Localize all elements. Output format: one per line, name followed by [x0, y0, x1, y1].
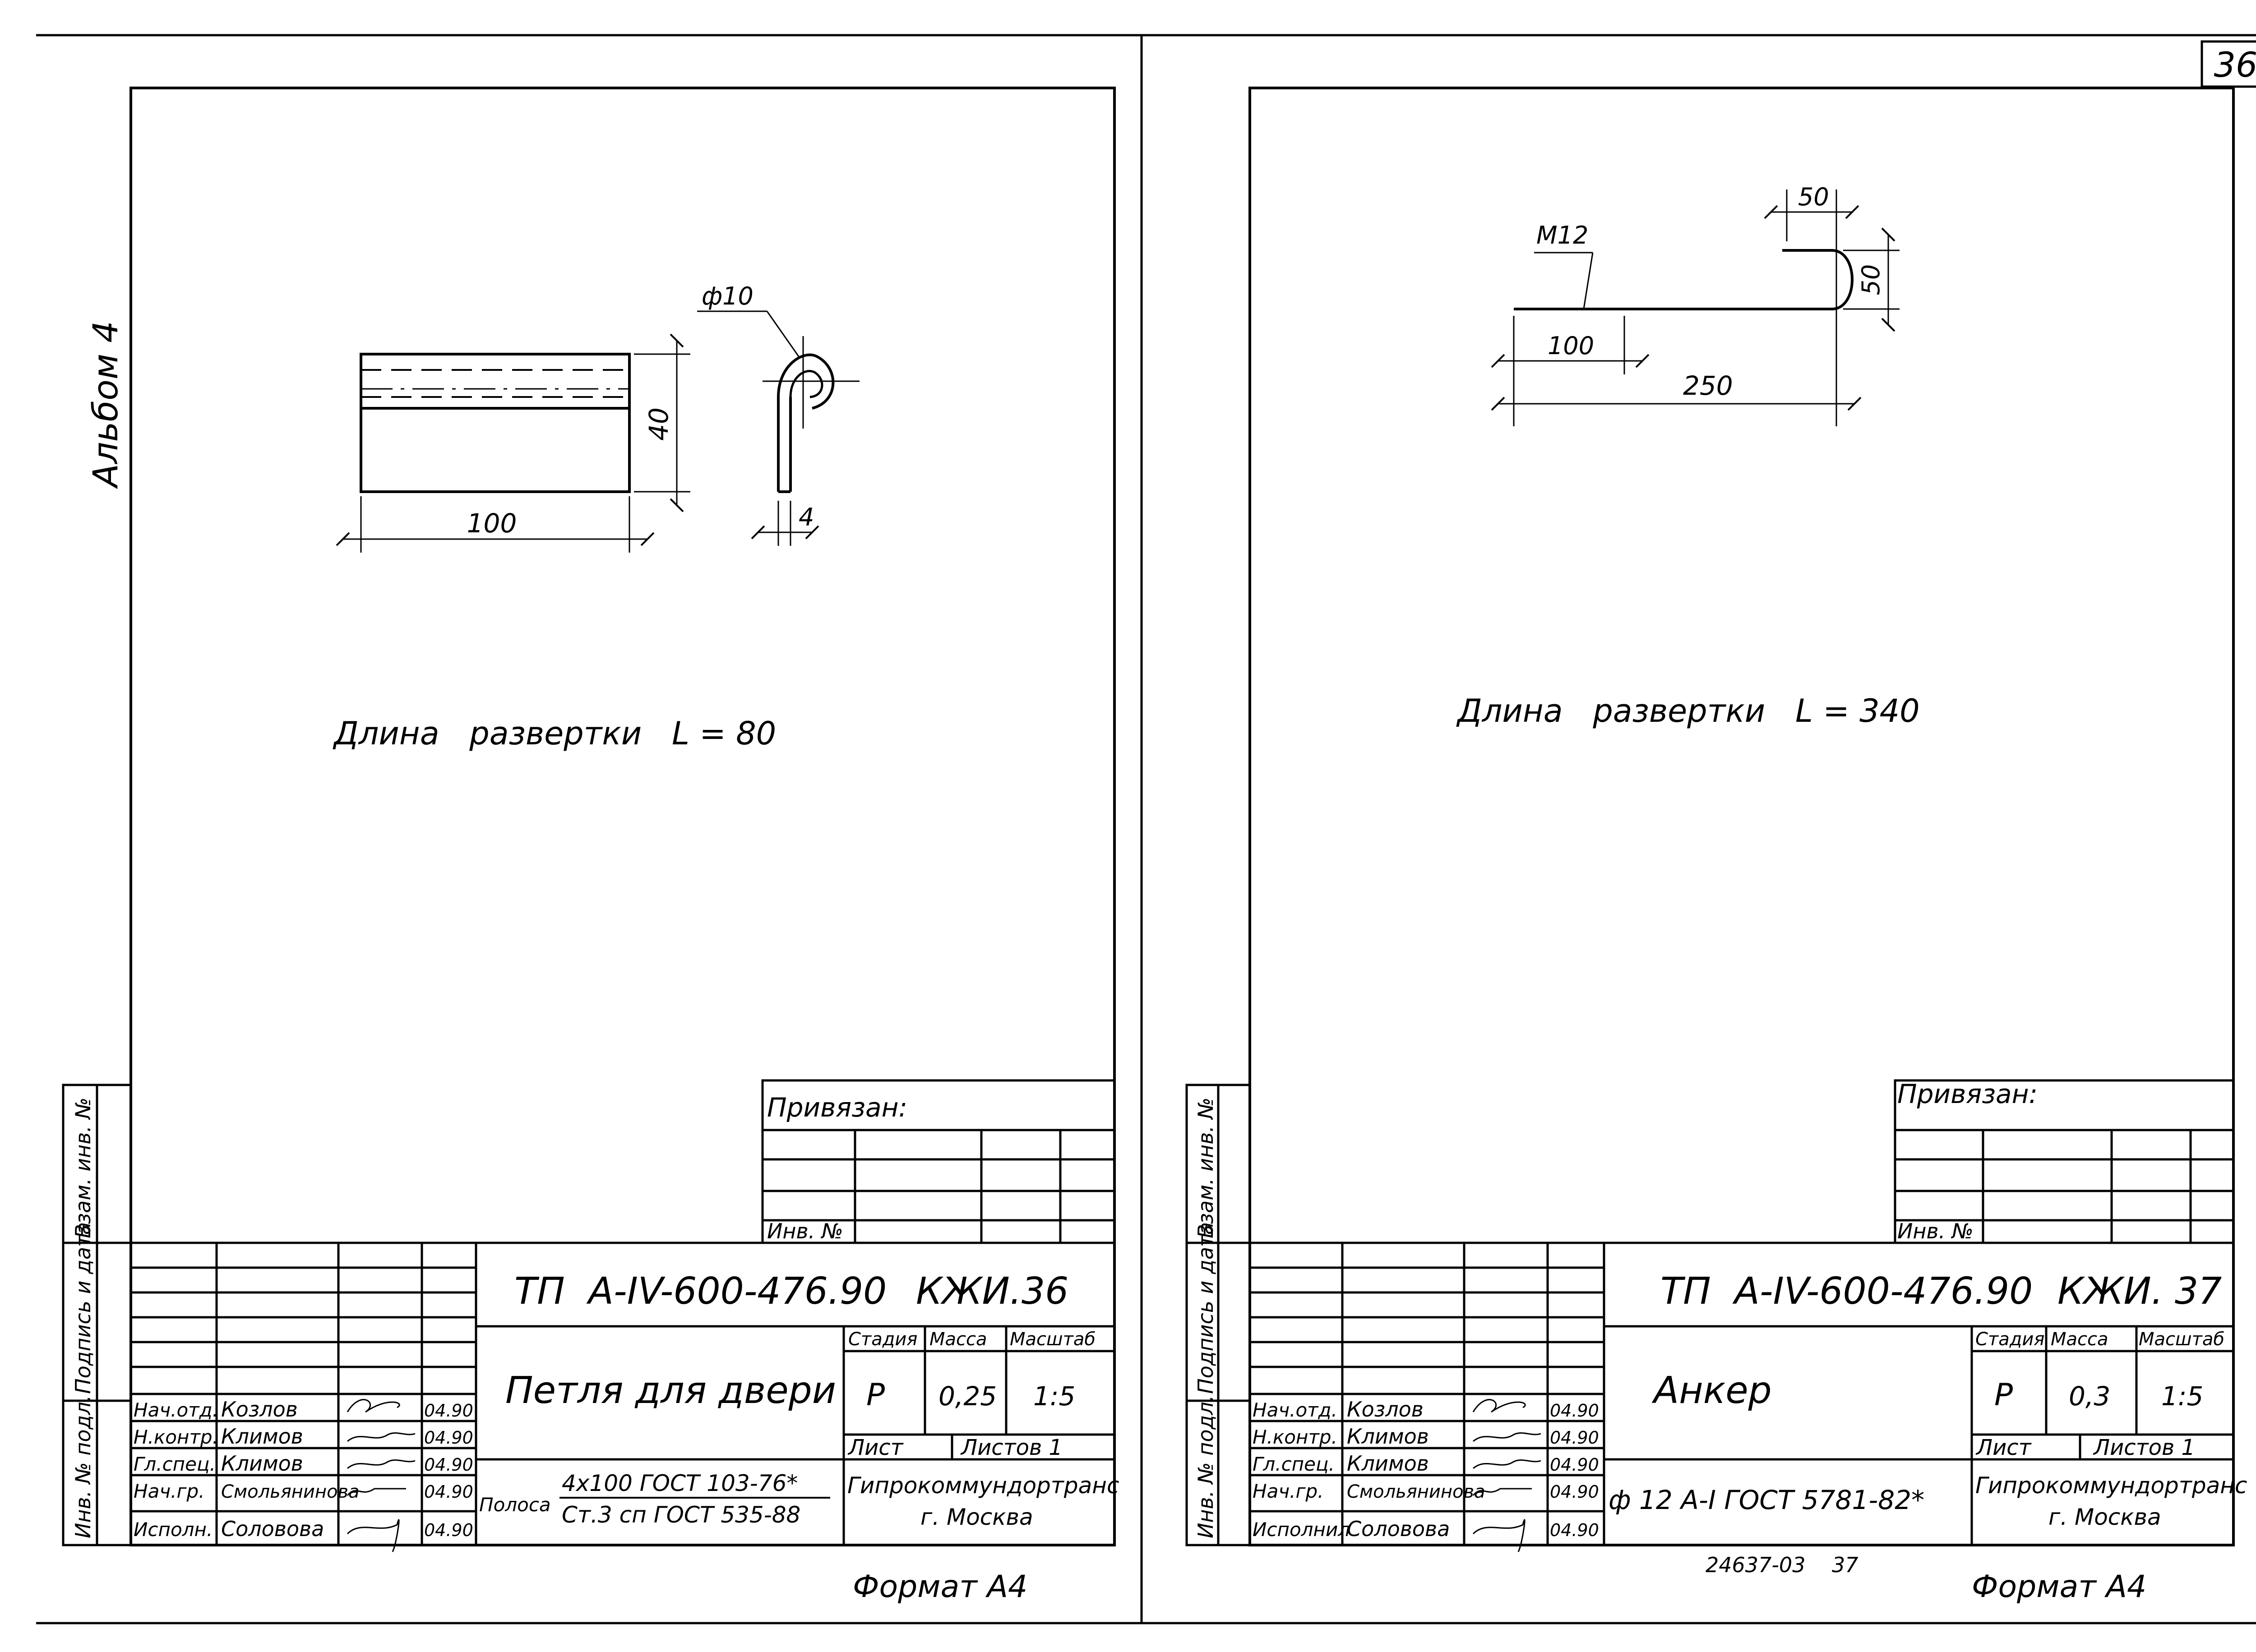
right-privyazan-table	[1894, 1079, 2235, 1244]
left-role-4: Нач.гр.	[134, 1480, 205, 1502]
right-date-5: 04.90	[1550, 1520, 1599, 1540]
right-material: ф 12 А-I ГОСТ 5781-82*	[1609, 1485, 1924, 1515]
left-name-3: Климов	[221, 1451, 303, 1476]
album-label: Альбом 4	[85, 321, 125, 489]
page-number-box: 36	[2201, 40, 2256, 88]
right-doc-code: ТП А-IV-600-476.90	[1660, 1270, 2033, 1313]
left-dim-thickness: 4	[799, 503, 814, 531]
right-format: Формат А4	[1972, 1569, 2146, 1605]
right-title: Анкер	[1651, 1369, 1772, 1412]
right-scale: 1:5	[2161, 1381, 2203, 1412]
left-side-label-1: Инв. № подл.	[71, 1395, 95, 1538]
left-scale-header: Масштаб	[1010, 1329, 1096, 1350]
left-inv-no: Инв. №	[767, 1219, 843, 1243]
left-unfold-length: Длина развертки L = 80	[333, 715, 776, 752]
left-title-block	[129, 1241, 1116, 1546]
left-role-1: Нач.отд.	[134, 1399, 218, 1421]
right-name-3: Климов	[1347, 1451, 1429, 1476]
right-stamp: 24637-03 37	[1706, 1553, 1858, 1577]
right-inv-no: Инв. №	[1897, 1219, 1974, 1243]
right-dim-thread: М12	[1536, 221, 1588, 249]
left-dim-width: 100	[467, 508, 517, 539]
right-city: г. Москва	[2048, 1504, 2161, 1530]
left-list-header: Лист	[847, 1435, 904, 1460]
right-sheet-code: КЖИ. 37	[2057, 1270, 2222, 1313]
right-title-block	[1248, 1241, 2235, 1546]
right-side-label-3: Взам. инв. №	[1193, 1098, 1218, 1238]
right-unfold-length: Длина развертки L = 340	[1456, 692, 1920, 729]
left-org: Гипрокоммундортранс	[847, 1472, 1119, 1499]
left-name-1: Козлов	[221, 1397, 298, 1421]
left-dim-height: 40	[643, 407, 674, 441]
left-signatures	[347, 1399, 416, 1552]
right-signatures	[1472, 1399, 1541, 1552]
left-side-label-2: Подпись и дата	[71, 1222, 95, 1394]
left-stage: Р	[866, 1377, 885, 1413]
left-date-1: 04.90	[424, 1401, 473, 1421]
right-name-4: Смольянинова	[1347, 1481, 1485, 1502]
right-org: Гипрокоммундортранс	[1975, 1472, 2247, 1499]
right-list-header: Лист	[1975, 1435, 2032, 1460]
left-name-2: Климов	[221, 1424, 303, 1449]
right-name-1: Козлов	[1347, 1397, 1424, 1421]
right-role-2: Н.контр.	[1253, 1426, 1337, 1448]
right-scale-header: Масштаб	[2139, 1329, 2224, 1350]
right-dim-thread-len: 100	[1548, 332, 1594, 360]
right-role-1: Нач.отд.	[1253, 1399, 1337, 1421]
right-role-3: Гл.спец.	[1253, 1453, 1335, 1475]
right-role-4: Нач.гр.	[1253, 1480, 1324, 1502]
right-mass-header: Масса	[2051, 1329, 2108, 1350]
left-material-prefix: Полоса	[479, 1494, 551, 1516]
left-date-2: 04.90	[424, 1428, 473, 1448]
right-mass: 0,3	[2069, 1381, 2110, 1412]
left-privyazan: Привязан:	[767, 1092, 907, 1123]
right-stage-header: Стадия	[1975, 1329, 2044, 1350]
left-name-5: Соловова	[221, 1517, 324, 1541]
left-date-4: 04.90	[424, 1482, 473, 1502]
left-title: Петля для двери	[505, 1369, 836, 1412]
left-sheet: Инв. № подл. Подпись и дата Взам. инв. №	[62, 87, 1119, 1605]
left-side-label-3: Взам. инв. №	[71, 1098, 95, 1238]
left-doc-code: ТП А-IV-600-476.90	[514, 1270, 887, 1313]
right-side-label-2: Подпись и дата	[1193, 1222, 1218, 1394]
left-date-5: 04.90	[424, 1520, 473, 1540]
right-role-5: Исполнил	[1253, 1518, 1350, 1541]
right-date-4: 04.90	[1550, 1482, 1599, 1502]
page-number: 36	[2214, 45, 2256, 85]
left-part-drawing	[336, 310, 860, 553]
left-material-1: 4х100 ГОСТ 103-76*	[562, 1470, 798, 1496]
left-sheet-code: КЖИ.36	[916, 1270, 1068, 1313]
left-material-2: Ст.3 сп ГОСТ 535-88	[562, 1502, 800, 1528]
right-dim-top: 50	[1798, 183, 1829, 211]
right-dim-total: 250	[1683, 370, 1733, 401]
left-city: г. Москва	[920, 1504, 1033, 1530]
right-part-drawing	[1491, 189, 1900, 426]
right-lists-header: Листов 1	[2093, 1435, 2195, 1460]
left-mass-header: Масса	[929, 1329, 987, 1350]
left-role-3: Гл.спец.	[134, 1453, 216, 1475]
left-role-5: Исполн.	[134, 1518, 213, 1541]
left-date-3: 04.90	[424, 1455, 473, 1475]
right-privyazan: Привязан:	[1897, 1079, 2038, 1109]
left-mass: 0,25	[938, 1381, 997, 1412]
right-name-2: Климов	[1347, 1424, 1429, 1449]
left-dim-diameter: ф10	[702, 282, 754, 310]
right-date-2: 04.90	[1550, 1428, 1599, 1448]
right-side-label-1: Инв. № подл.	[1193, 1395, 1218, 1538]
right-date-3: 04.90	[1550, 1455, 1599, 1475]
left-name-4: Смольянинова	[221, 1481, 360, 1502]
trim-lines	[36, 34, 2256, 1624]
left-lists-header: Листов 1	[960, 1435, 1063, 1460]
left-format: Формат А4	[853, 1569, 1027, 1605]
left-scale: 1:5	[1033, 1381, 1075, 1412]
left-role-2: Н.контр.	[134, 1426, 218, 1448]
right-stage: Р	[1994, 1377, 2013, 1413]
right-dim-side: 50	[1857, 264, 1885, 295]
right-sheet: Инв. № подл. Подпись и дата Взам. инв. №…	[1185, 87, 2247, 1605]
right-date-1: 04.90	[1550, 1401, 1599, 1421]
left-stage-header: Стадия	[848, 1329, 917, 1350]
right-name-5: Соловова	[1347, 1517, 1450, 1541]
